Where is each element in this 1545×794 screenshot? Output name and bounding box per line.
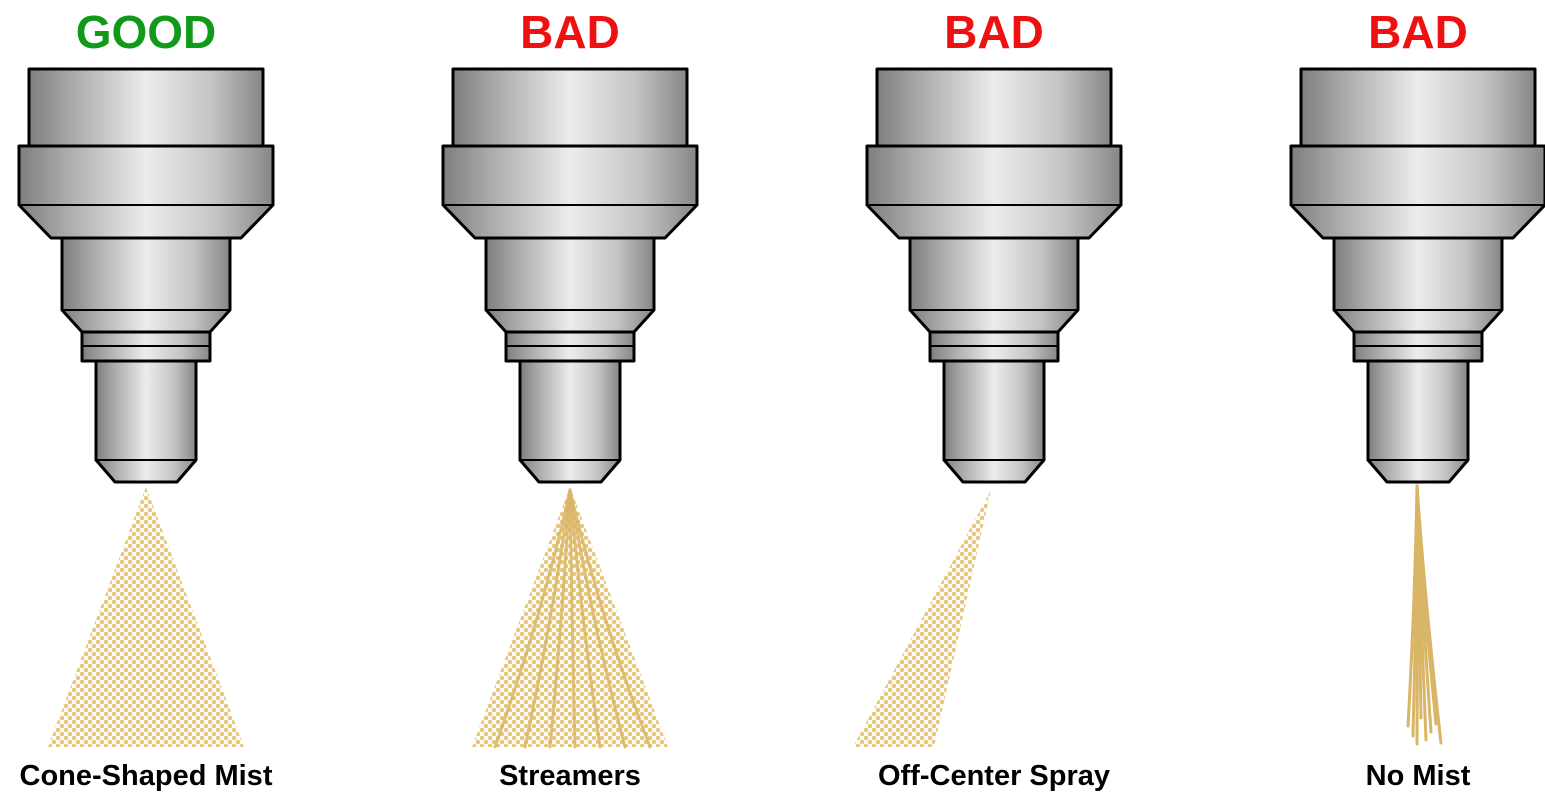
spray-pattern bbox=[853, 490, 991, 747]
nozzle-tip bbox=[518, 359, 622, 484]
streamer-line bbox=[568, 488, 627, 749]
nozzle-top-cylinder bbox=[27, 67, 265, 148]
panel-off-center-spray: BAD Off-Center Spray bbox=[853, 6, 1123, 792]
spray-nozzle-icon bbox=[865, 67, 1123, 484]
nozzle-collar bbox=[865, 144, 1123, 240]
spray-nozzle-icon bbox=[17, 67, 275, 484]
nozzle-middle-body bbox=[1332, 236, 1504, 334]
verdict-label: BAD bbox=[944, 6, 1044, 58]
spray-pattern bbox=[48, 487, 244, 747]
spray-pattern bbox=[1406, 484, 1443, 746]
streamer-line bbox=[568, 488, 652, 749]
caption-label: Off-Center Spray bbox=[878, 760, 1110, 792]
spray-nozzle-icon bbox=[1289, 67, 1545, 484]
nozzle-middle-body bbox=[60, 236, 232, 334]
nozzle-top-cylinder bbox=[1299, 67, 1537, 148]
nozzle-top-cylinder bbox=[875, 67, 1113, 148]
panel-cone-shaped-mist: GOOD Cone-Shaped Mist bbox=[17, 6, 275, 792]
verdict-label: GOOD bbox=[76, 6, 217, 58]
streamer-line bbox=[548, 488, 572, 749]
nozzle-tip bbox=[942, 359, 1046, 484]
nozzle-collar bbox=[1289, 144, 1545, 240]
streamer-line bbox=[493, 488, 572, 749]
spray-pattern bbox=[472, 487, 668, 749]
verdict-label: BAD bbox=[1368, 6, 1468, 58]
jet-line bbox=[1415, 484, 1443, 745]
nozzle-collar bbox=[17, 144, 275, 240]
caption-label: Cone-Shaped Mist bbox=[20, 760, 273, 792]
spray-nozzle-icon bbox=[441, 67, 699, 484]
nozzle-tip bbox=[94, 359, 198, 484]
streamer-line bbox=[568, 488, 577, 749]
nozzle-collar bbox=[441, 144, 699, 240]
nozzle-middle-body bbox=[908, 236, 1080, 334]
spray-cone bbox=[48, 487, 244, 747]
streamer-line bbox=[568, 488, 602, 749]
nozzle-tip bbox=[1366, 359, 1470, 484]
nozzle-top-cylinder bbox=[451, 67, 689, 148]
spray-cone bbox=[472, 487, 668, 747]
panel-no-mist: BAD No Mist bbox=[1289, 6, 1545, 792]
spray-off-center bbox=[853, 490, 991, 747]
caption-label: Streamers bbox=[499, 760, 641, 792]
streamer-line bbox=[523, 488, 572, 749]
caption-label: No Mist bbox=[1366, 760, 1471, 792]
nozzle-middle-body bbox=[484, 236, 656, 334]
panel-streamers: BAD Streamers bbox=[441, 6, 699, 792]
verdict-label: BAD bbox=[520, 6, 620, 58]
